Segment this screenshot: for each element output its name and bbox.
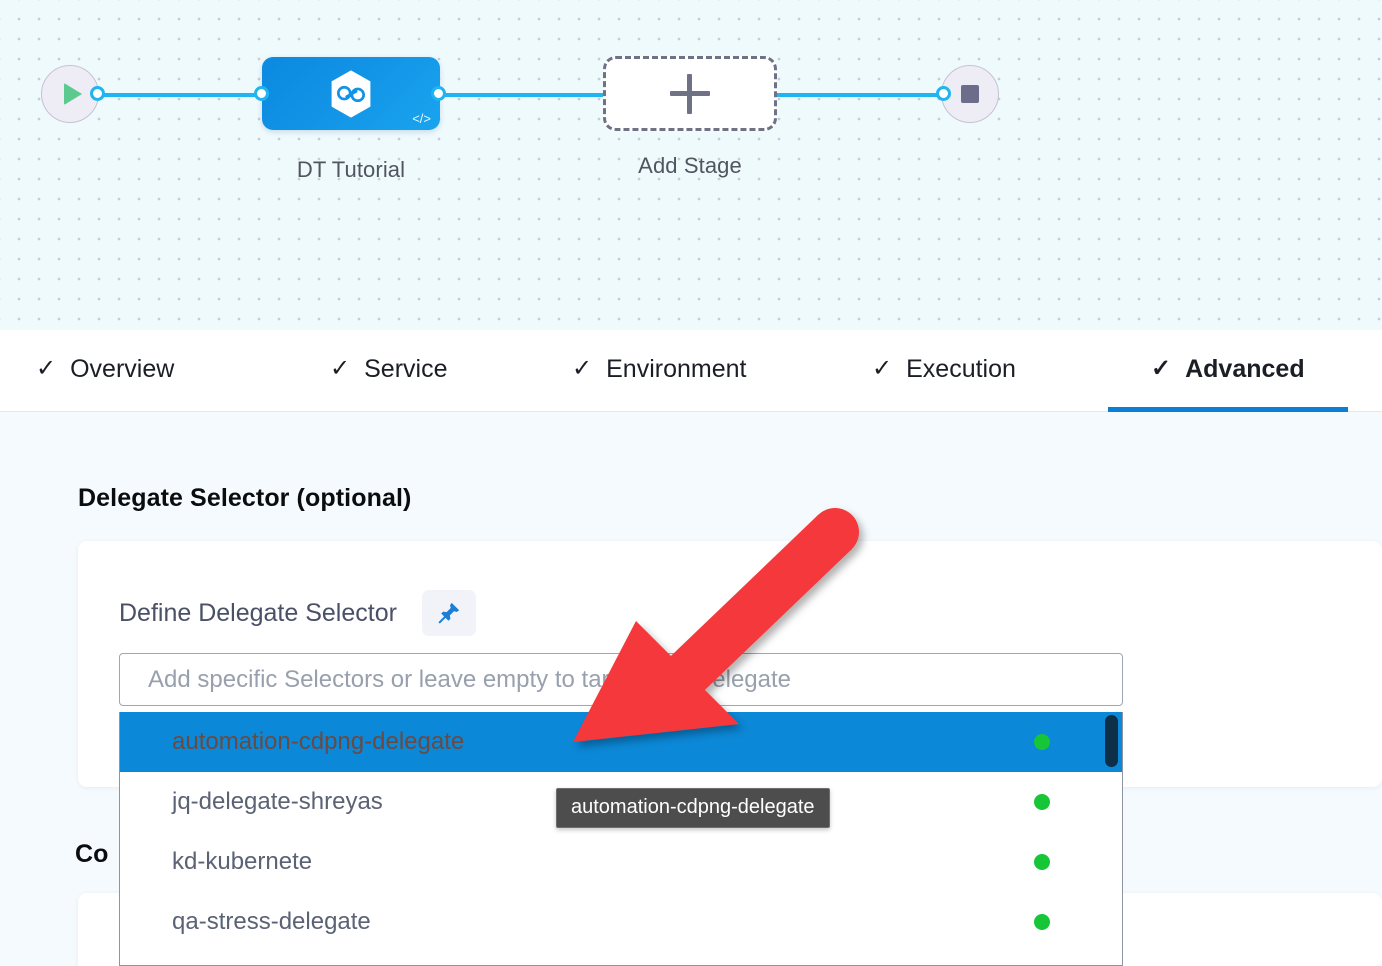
check-icon: ✓ [330,355,351,382]
dropdown-scrollbar-thumb[interactable] [1105,715,1118,767]
dropdown-option-jq-delegate-shreyas[interactable]: jq-delegate-shreyas [120,772,1122,832]
tab-execution[interactable]: ✓ Execution [872,330,1016,412]
stage-config-tabs: ✓ Overview ✓ Service ✓ Environment ✓ Exe… [0,330,1382,412]
tab-service[interactable]: ✓ Service [330,330,447,412]
delegate-tooltip: automation-cdpng-delegate [556,788,830,828]
plus-icon [670,73,710,114]
check-icon: ✓ [872,355,893,382]
dropdown-option-automation-cdpng-delegate[interactable]: automation-cdpng-delegate [120,712,1122,772]
tab-overview[interactable]: ✓ Overview [36,330,174,412]
play-icon [63,83,82,105]
tab-service-label: Service [364,354,448,383]
check-icon: ✓ [1151,355,1172,382]
delegate-selector-placeholder: Add specific Selectors or leave empty to… [148,665,792,693]
code-icon: </> [412,111,431,126]
dropdown-option-label: kd-kubernete [172,848,313,875]
dropdown-option-kd-kubernete[interactable]: kd-kubernete [120,832,1122,892]
check-icon: ✓ [572,355,593,382]
port-end-in[interactable] [936,86,951,101]
status-dot-icon [1034,794,1050,810]
pipeline-canvas[interactable]: </> DT Tutorial Add Stage [0,0,1382,330]
pipeline-edge-start-to-stage [96,93,268,97]
delegate-selector-dropdown[interactable]: automation-cdpng-delegate jq-delegate-sh… [119,712,1123,966]
tab-advanced-label: Advanced [1185,354,1305,383]
stop-icon [961,85,979,103]
status-dot-icon [1034,854,1050,870]
port-stage-in[interactable] [254,86,269,101]
tab-execution-label: Execution [906,354,1016,383]
conditional-execution-heading: Co [75,840,109,868]
status-dot-icon [1034,914,1050,930]
delegate-selector-input-wrapper[interactable]: Add specific Selectors or leave empty to… [119,653,1123,706]
define-delegate-selector-row: Define Delegate Selector [119,590,476,636]
add-stage-label: Add Stage [638,153,742,178]
port-stage-out[interactable] [431,86,446,101]
add-stage-button[interactable] [603,56,777,131]
check-icon: ✓ [36,355,57,382]
harness-hexagon-icon [331,69,371,118]
dropdown-option-label: jq-delegate-shreyas [172,788,383,815]
dropdown-option-label: automation-cdpng-delegate [172,728,465,755]
dropdown-option-label: qa-stress-delegate [172,908,371,935]
define-delegate-selector-label: Define Delegate Selector [119,598,397,627]
dropdown-option-qa-stress-delegate[interactable]: qa-stress-delegate [120,892,1122,952]
tab-environment[interactable]: ✓ Environment [572,330,746,412]
tab-environment-label: Environment [606,354,747,383]
pipeline-start-node[interactable] [41,65,99,123]
stage-node-dt-tutorial[interactable]: </> [262,57,440,130]
pushpin-icon [438,602,460,624]
pin-button[interactable] [421,590,476,636]
stage-label-dt-tutorial: DT Tutorial [296,157,406,182]
status-dot-icon [1034,734,1050,750]
port-start-out[interactable] [90,86,105,101]
tab-overview-label: Overview [70,354,175,383]
delegate-selector-heading: Delegate Selector (optional) [78,484,412,512]
dropdown-scrollbar[interactable] [1105,712,1122,965]
tab-advanced[interactable]: ✓ Advanced [1108,330,1348,412]
